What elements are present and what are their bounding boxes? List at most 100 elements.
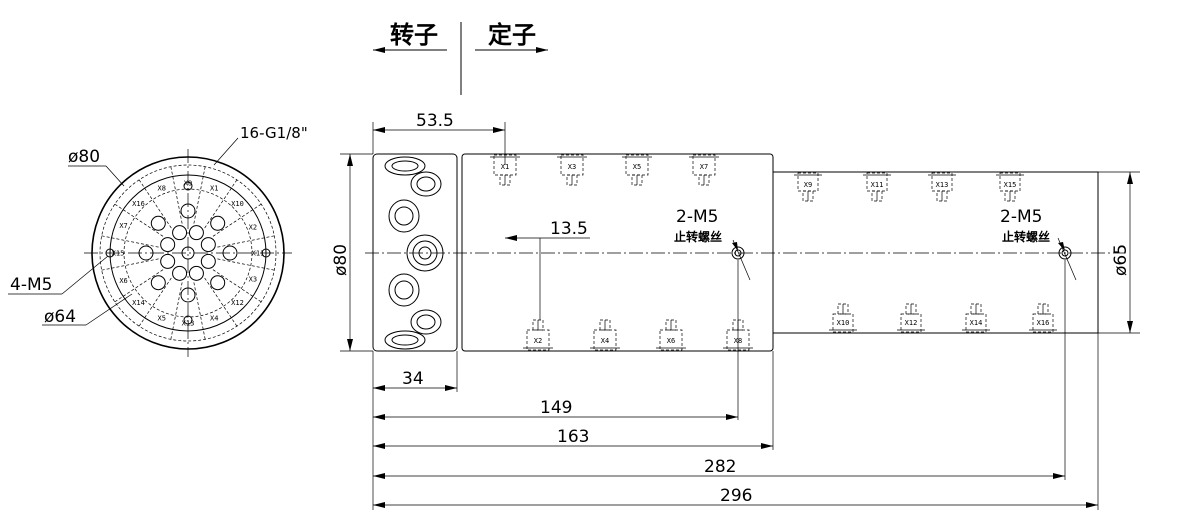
dim-282-label: 282 [704,457,736,477]
dim-53-5: 53.5 [372,111,506,165]
stop-screw-1-spec: 2-M5 [676,207,718,227]
dia-inner-label: ø64 [44,307,76,327]
port-bore-line [212,269,262,303]
stop-screw-2: 2-M5 止转螺丝 [1000,207,1077,281]
side-port-label: X6 [667,337,675,345]
stop-screw-1: 2-M5 止转螺丝 [674,207,751,281]
inner-port-hole [160,253,176,269]
end-port-label: X1 [210,185,218,193]
end-port-label: X14 [132,299,145,307]
end-port-label: X2 [249,223,257,231]
port-fitting: X4 [590,319,620,351]
side-port-label: X14 [970,319,983,327]
side-port-label: X10 [837,319,850,327]
dim-13-5: 13.5 [505,219,590,320]
stop-screw-2-note: 止转螺丝 [1002,229,1050,244]
inner-port-hole [160,237,176,253]
dim-149-label: 149 [540,398,572,418]
port-fitting: X16 [1029,303,1057,333]
dim-34: 34 [373,369,457,391]
dim-163: 163 [373,427,773,449]
thread-spec-label: 16-G1/8" [240,124,308,142]
center-hole [181,246,195,260]
outer-port-hole [210,215,226,231]
end-port-label: X3 [249,276,257,284]
port-fitting: X7 [689,154,719,186]
port-fitting: X13 [928,172,956,202]
dim-53-5-label: 53.5 [416,111,454,131]
stator-large-section [461,153,774,352]
dim-282: 282 [373,457,1065,479]
side-port-label: X12 [905,319,918,327]
port-fitting: X14 [962,303,990,333]
end-port-label: X4 [210,314,218,322]
mount-hole [105,248,115,258]
stator-small-section [773,171,1099,334]
side-port-label: X2 [534,337,542,345]
stop-screw-1-note: 止转螺丝 [674,229,722,244]
header-rotor-stator: 转子 定子 [373,21,548,95]
port-fitting: X3 [557,154,587,186]
dim-13-5-label: 13.5 [550,219,588,239]
side-port-label: X15 [1004,181,1017,189]
inner-port-hole [172,265,188,281]
end-port-label: X6 [119,277,127,285]
dim-dia-65: ø65 [1098,171,1140,334]
inner-port-hole [200,253,216,269]
end-port-label: X12 [231,299,244,307]
side-port-label: X1 [501,163,509,171]
end-port-label: X11 [252,250,265,258]
port-fitting: X5 [622,154,652,186]
port-bore-line [114,269,164,303]
outer-port-hole [150,275,166,291]
dim-dia-80-label: ø80 [331,244,351,276]
dim-dia-80: ø80 [331,153,373,352]
dashed-ring [99,164,277,342]
port-bore-line [212,203,262,237]
end-port-label: X5 [158,314,166,322]
port-fitting: X9 [794,172,822,202]
port-fitting: X2 [523,319,553,351]
mount-hole [183,181,193,191]
side-port-label: X7 [700,163,708,171]
port-fitting: X10 [829,303,857,333]
inner-port-hole [188,265,204,281]
port-fitting: X12 [897,303,925,333]
port-fitting: X15 [996,172,1024,202]
outer-port-hole [222,245,238,261]
mount-hole [183,315,193,325]
end-port-label: X13 [182,320,195,328]
port-fitting: X6 [656,319,686,351]
side-port-label: X9 [804,181,812,189]
rotor-face-ports [384,156,444,350]
mount-holes-label: 4-M5 [10,275,52,295]
inner-port-hole [188,225,204,241]
end-port-label: X8 [158,185,166,193]
end-port-label: X7 [119,222,127,230]
dim-149: 149 [373,398,738,420]
side-port-label: X3 [568,163,576,171]
port-fitting: X11 [863,172,891,202]
rotor-label: 转子 [390,21,438,49]
side-port-label: X5 [633,163,641,171]
end-port-label: X10 [231,200,244,208]
inner-dashed-ring [123,188,253,318]
dim-dia-65-label: ø65 [1111,244,1131,276]
inner-port-hole [172,225,188,241]
mount-hole [261,248,271,258]
outer-port-hole [180,287,196,303]
side-port-label: X11 [871,181,884,189]
side-port-label: X4 [601,337,609,345]
end-port-label: X16 [132,200,145,208]
outer-port-hole [180,203,196,219]
dia-outer-label: ø80 [68,147,100,167]
rotor-body [372,153,458,352]
outer-port-hole [150,215,166,231]
dim-296: 296 [373,486,1098,508]
inner-port-hole [200,237,216,253]
dim-296-label: 296 [720,486,752,506]
